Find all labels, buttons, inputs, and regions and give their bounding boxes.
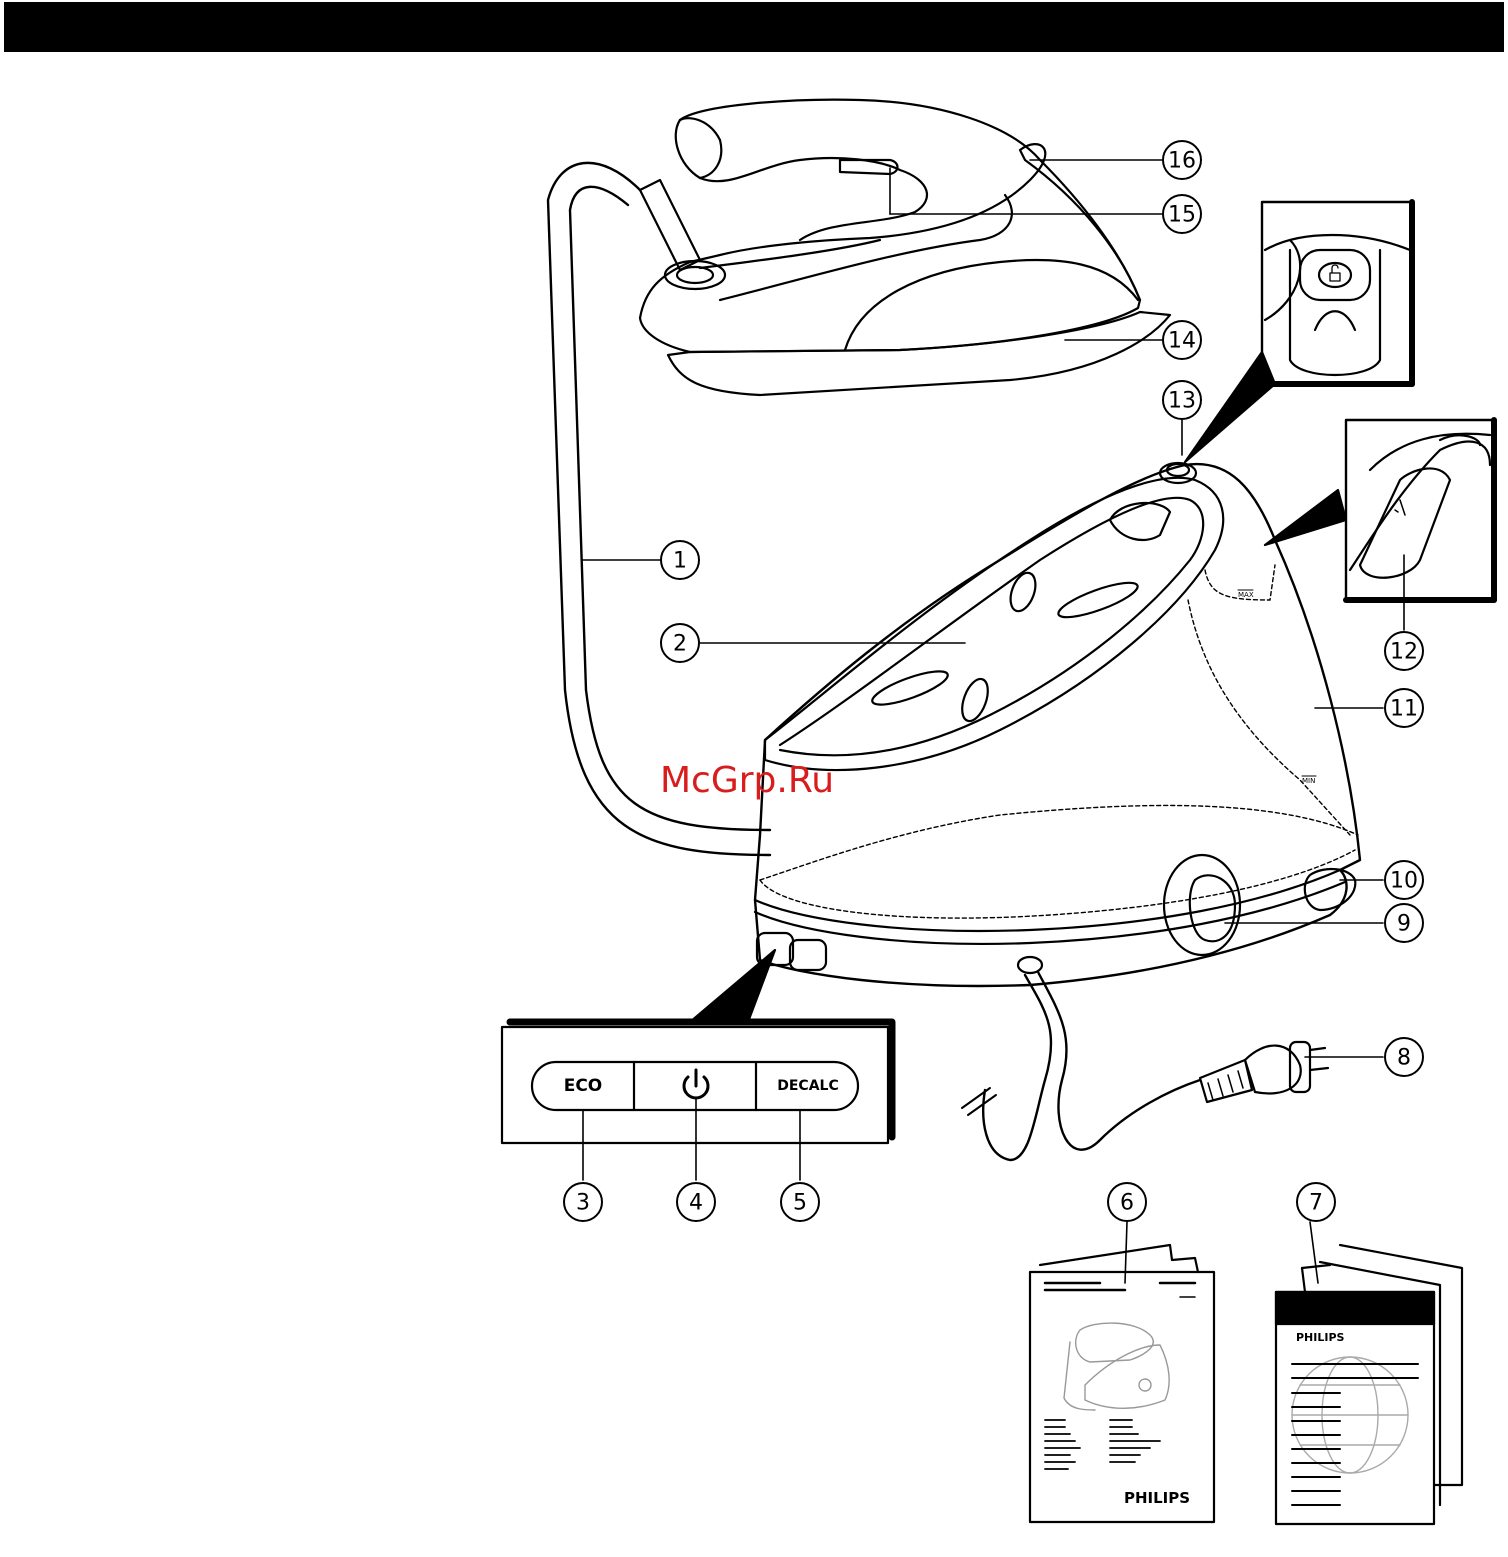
callout-5: 5 bbox=[781, 1183, 819, 1221]
callout-10: 10 bbox=[1385, 861, 1423, 899]
callout-number: 10 bbox=[1390, 869, 1418, 894]
callout-12: 12 bbox=[1385, 632, 1423, 670]
guarantee-leaflet: PHILIPS bbox=[1276, 1245, 1462, 1524]
clip-inset-pointer bbox=[1265, 490, 1346, 545]
max-level-label: MAX bbox=[1238, 591, 1254, 599]
callout-7: 7 bbox=[1297, 1183, 1335, 1221]
eco-button-label: ECO bbox=[564, 1076, 603, 1096]
callout-16: 16 bbox=[1163, 141, 1201, 179]
control-panel-detail: ECO DECALC bbox=[502, 1022, 892, 1143]
power-cord-plug bbox=[962, 972, 1328, 1160]
callout-number: 2 bbox=[673, 632, 687, 657]
callout-number: 13 bbox=[1168, 389, 1196, 414]
callout-number: 6 bbox=[1120, 1191, 1134, 1216]
callout-9: 9 bbox=[1385, 904, 1423, 942]
callout-number: 12 bbox=[1390, 640, 1418, 665]
callout-number: 1 bbox=[673, 549, 687, 574]
callout-15: 15 bbox=[1163, 195, 1201, 233]
detail-clip-inset bbox=[1346, 420, 1494, 600]
callout-number: 16 bbox=[1168, 149, 1196, 174]
callout-1: 1 bbox=[661, 541, 699, 579]
panel-pointer bbox=[690, 950, 775, 1022]
min-level-label: MIN bbox=[1302, 777, 1315, 785]
callout-number: 14 bbox=[1168, 329, 1196, 354]
callout-number: 8 bbox=[1397, 1046, 1411, 1071]
callout-6: 6 bbox=[1108, 1183, 1146, 1221]
callout-number: 3 bbox=[576, 1191, 590, 1216]
callout-14: 14 bbox=[1163, 321, 1201, 359]
decalc-button-label: DECALC bbox=[777, 1078, 839, 1094]
user-manual: PHILIPS bbox=[1030, 1245, 1214, 1522]
callout-3: 3 bbox=[564, 1183, 602, 1221]
callout-4: 4 bbox=[677, 1183, 715, 1221]
callout-8: 8 bbox=[1385, 1038, 1423, 1076]
detail-lock-inset bbox=[1262, 202, 1412, 384]
callout-13: 13 bbox=[1163, 381, 1201, 419]
supply-hose bbox=[548, 163, 770, 855]
callout-number: 7 bbox=[1309, 1191, 1323, 1216]
callout-number: 5 bbox=[793, 1191, 807, 1216]
watermark-text: McGrp.Ru bbox=[660, 760, 834, 801]
callout-2: 2 bbox=[661, 624, 699, 662]
callout-number: 15 bbox=[1168, 203, 1196, 228]
callout-number: 11 bbox=[1390, 697, 1418, 722]
steam-iron bbox=[640, 100, 1170, 395]
callout-number: 9 bbox=[1397, 912, 1411, 937]
manual-brand: PHILIPS bbox=[1124, 1489, 1190, 1507]
callout-11: 11 bbox=[1385, 689, 1423, 727]
guarantee-brand: PHILIPS bbox=[1296, 1331, 1345, 1344]
callout-number: 4 bbox=[689, 1191, 703, 1216]
